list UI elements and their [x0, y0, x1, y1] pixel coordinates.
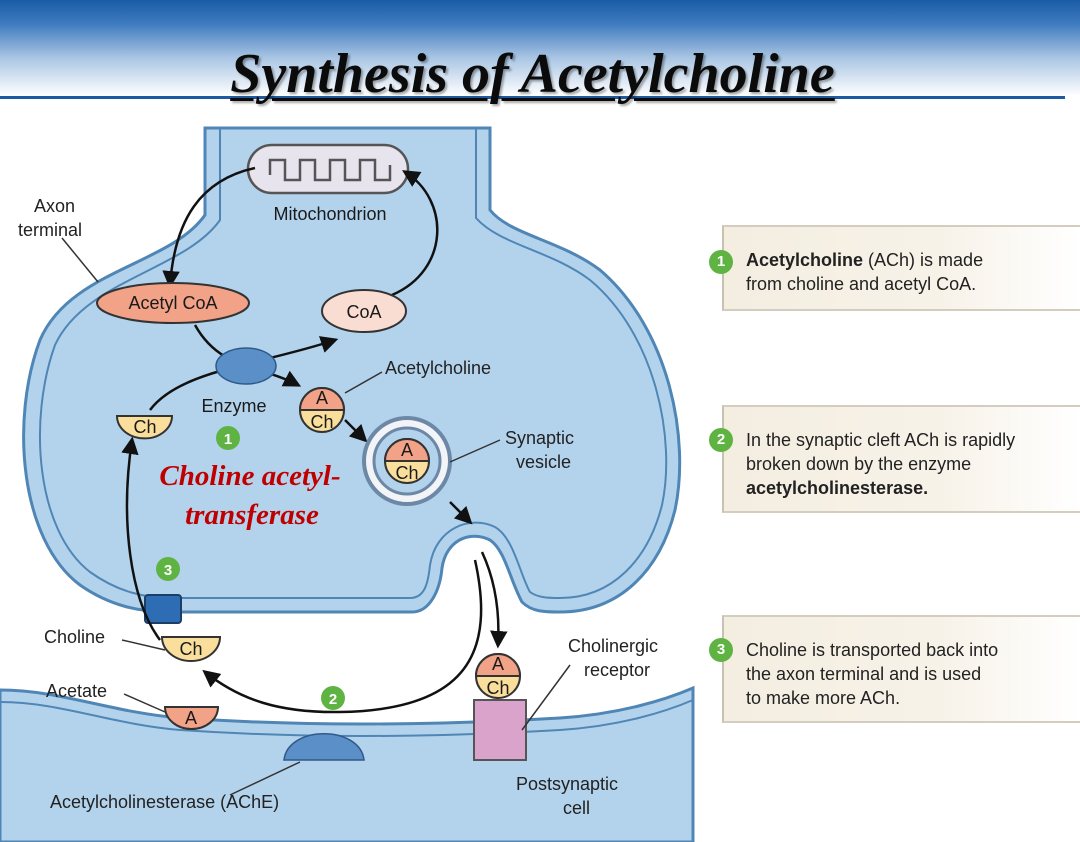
- receptor-a-label: A: [492, 654, 504, 674]
- acetylcholine-leader: [344, 371, 383, 394]
- header-rule: [0, 96, 1065, 99]
- acetyl-coa-label: Acetyl CoA: [128, 293, 217, 313]
- postsynaptic-label-2: cell: [563, 798, 590, 818]
- note-box-3: [722, 615, 1080, 723]
- acetate-label: Acetate: [46, 681, 107, 701]
- note1-line2: from choline and acetyl CoA.: [746, 274, 977, 294]
- note1-bold: Acetylcholine: [746, 250, 864, 270]
- note3-line2: the axon terminal and is used: [746, 664, 982, 684]
- note3-badge: 3: [709, 638, 733, 662]
- note-box-1: [722, 225, 1080, 311]
- note2-bold: acetylcholinesterase.: [746, 478, 929, 498]
- arrow-release-to-receptor: [480, 551, 508, 649]
- arrow-ach-to-vesicle: [344, 419, 368, 443]
- note-box-2: [722, 405, 1080, 513]
- vesicle-leader: [449, 439, 501, 463]
- note2-line1: In the synaptic cleft ACh is rapidly: [746, 430, 1016, 450]
- note2-line2: broken down by the enzyme: [746, 454, 972, 474]
- enzyme-label: Enzyme: [201, 396, 266, 416]
- ache-label: Acetylcholinesterase (AChE): [50, 792, 279, 812]
- step1-number: 1: [224, 431, 232, 448]
- axon-terminal-label-2: terminal: [18, 220, 82, 240]
- postsynaptic-label-1: Postsynaptic: [516, 774, 618, 794]
- enzyme: [215, 347, 277, 385]
- step3-badge: [156, 557, 180, 581]
- note3-line1: Choline is transported back into: [746, 640, 999, 660]
- acetylcholine-label: Acetylcholine: [385, 358, 491, 378]
- acetyl-coa: [96, 282, 250, 324]
- note1-badge: 1: [709, 250, 733, 274]
- acetylcholinesterase: [283, 733, 365, 761]
- choline-leader: [121, 639, 166, 651]
- ach-ch-label: Ch: [310, 412, 333, 432]
- note3-line3: to make more ACh.: [746, 688, 901, 708]
- synaptic-label-1: Synaptic: [505, 428, 574, 448]
- acetate-molecule: [163, 706, 220, 730]
- receptor-leader: [521, 664, 571, 731]
- arrow-choline-uptake: [121, 436, 162, 641]
- axon-terminal-leader: [61, 237, 99, 283]
- choline-acetyltransferase-line1: Choline acetyl-: [159, 460, 340, 492]
- coa: [321, 289, 407, 333]
- choline-cleft-label: Ch: [179, 639, 202, 659]
- step1-badge: [216, 426, 240, 450]
- receptor-ach-molecule: [474, 653, 522, 699]
- step3-number: 3: [164, 562, 172, 579]
- note2-text: In the synaptic cleft ACh is rapidly bro…: [746, 428, 1076, 500]
- choline-label: Choline: [44, 627, 105, 647]
- mitochondrion: [246, 143, 410, 195]
- step2-number: 2: [329, 691, 337, 708]
- step2-badge: [321, 686, 345, 710]
- cholinergic-label-1: Cholinergic: [568, 636, 658, 656]
- synaptic-label-2: vesicle: [516, 452, 571, 472]
- note2-badge: 2: [709, 428, 733, 452]
- axon-terminal-label-1: Axon: [34, 196, 75, 216]
- axon-terminal-inner-membrane: [38, 128, 668, 600]
- acetate-a-label: A: [185, 708, 197, 728]
- choline-molecule-cleft: [160, 636, 222, 662]
- acetate-leader: [123, 693, 166, 713]
- slide-title: Synthesis of Acetylcholine: [230, 43, 835, 105]
- note1-line1-rest: (ACh) is made: [863, 250, 984, 270]
- mitochondrion-label: Mitochondrion: [273, 204, 386, 224]
- axon-terminal: [22, 126, 682, 614]
- cholinergic-label-2: receptor: [584, 660, 650, 680]
- vesicle-ch-label: Ch: [395, 463, 418, 483]
- cholinergic-receptor: [473, 699, 527, 761]
- ache-leader: [229, 761, 301, 796]
- arrow-mito-to-acetylcoa: [162, 166, 256, 289]
- mitochondrion-cristae: [268, 158, 392, 182]
- ach-a-label: A: [316, 388, 328, 408]
- arrow-coa-to-mito: [391, 170, 439, 297]
- choline-transporter: [144, 594, 182, 624]
- choline-cytoplasm-label: Ch: [133, 417, 156, 437]
- choline-acetyltransferase-line2: transferase: [185, 499, 319, 531]
- arrow-vesicle-to-membrane: [449, 501, 473, 525]
- acetylcholine-molecule: [298, 387, 346, 433]
- vesicle-ach-molecule: [383, 438, 431, 484]
- header-band: [0, 0, 1080, 96]
- postsynaptic-membrane-inner: [0, 699, 694, 737]
- note3-text: Choline is transported back into the axo…: [746, 638, 1076, 710]
- note1-text: Acetylcholine (ACh) is made from choline…: [746, 248, 1076, 296]
- receptor-ch-label: Ch: [486, 678, 509, 698]
- arrow-ach-breakdown: [202, 559, 483, 714]
- choline-molecule-cytoplasm: [115, 415, 174, 440]
- vesicle-a-label: A: [401, 440, 413, 460]
- coa-label: CoA: [346, 302, 381, 322]
